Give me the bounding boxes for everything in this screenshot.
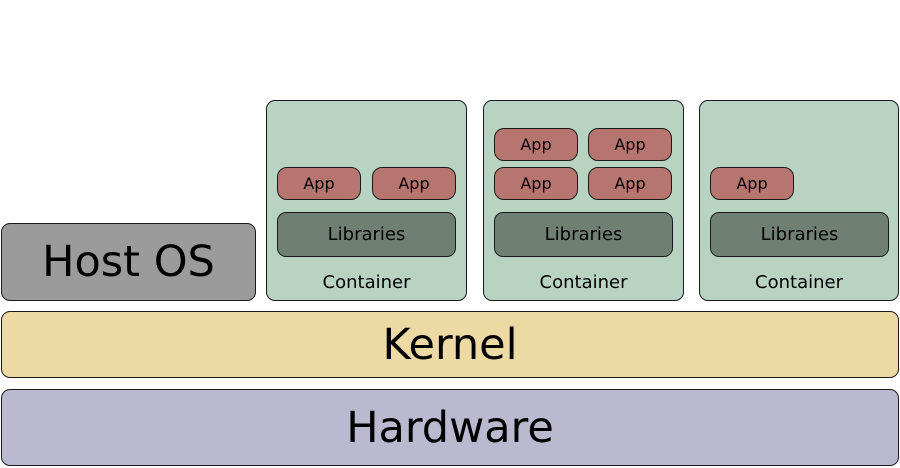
hardware-label: Hardware <box>346 402 554 453</box>
app-label: App <box>520 174 552 193</box>
libraries-label: Libraries <box>544 224 623 245</box>
app-box: App <box>494 167 578 200</box>
libraries-box: Libraries <box>277 212 456 257</box>
app-box: App <box>588 167 672 200</box>
container-label: Container <box>322 272 411 293</box>
host-os-box: Host OS <box>1 223 256 301</box>
app-box: App <box>494 128 578 161</box>
app-label: App <box>398 174 430 193</box>
app-label: App <box>736 174 768 193</box>
libraries-box: Libraries <box>494 212 673 257</box>
container-label: Container <box>539 272 628 293</box>
container-3: App Libraries Container <box>699 100 899 301</box>
host-os-label: Host OS <box>42 237 215 287</box>
container-1: App App Libraries Container <box>266 100 467 301</box>
container-label: Container <box>755 272 843 293</box>
app-label: App <box>520 135 552 154</box>
container-2: App App App App Libraries Container <box>483 100 684 301</box>
hardware-layer: Hardware <box>1 389 899 466</box>
app-label: App <box>614 135 646 154</box>
libraries-label: Libraries <box>760 224 839 245</box>
app-box: App <box>710 167 794 200</box>
app-box: App <box>588 128 672 161</box>
app-label: App <box>614 174 646 193</box>
kernel-label: Kernel <box>382 319 518 370</box>
app-label: App <box>303 174 335 193</box>
app-box: App <box>372 167 456 200</box>
kernel-layer: Kernel <box>1 311 899 378</box>
app-box: App <box>277 167 361 200</box>
libraries-box: Libraries <box>710 212 889 257</box>
libraries-label: Libraries <box>327 224 406 245</box>
